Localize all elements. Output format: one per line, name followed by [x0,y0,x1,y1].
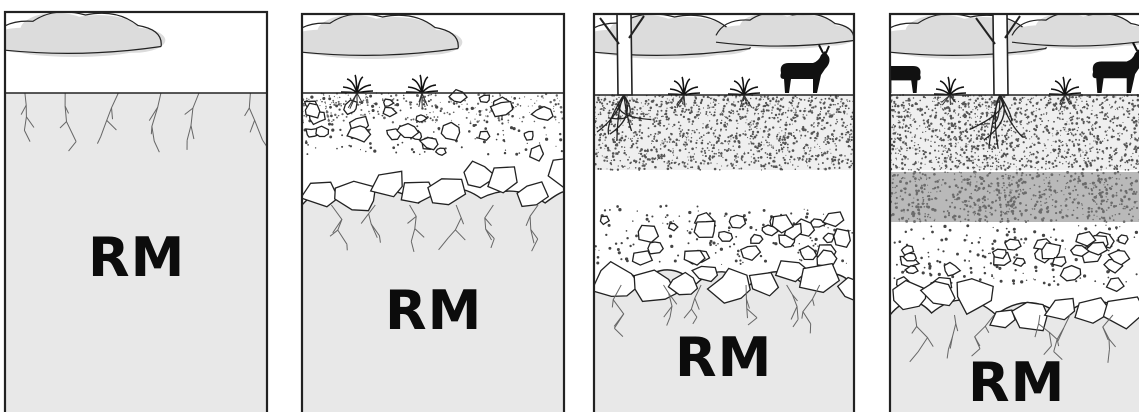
rm-label-stage-4: RM [968,356,1065,410]
panel-stage-2 [286,14,593,412]
rm-label-stage-2: RM [385,284,482,338]
panel-stage-1 [0,12,271,412]
rm-label-stage-1: RM [88,231,185,285]
rm-label-stage-3: RM [675,331,772,385]
